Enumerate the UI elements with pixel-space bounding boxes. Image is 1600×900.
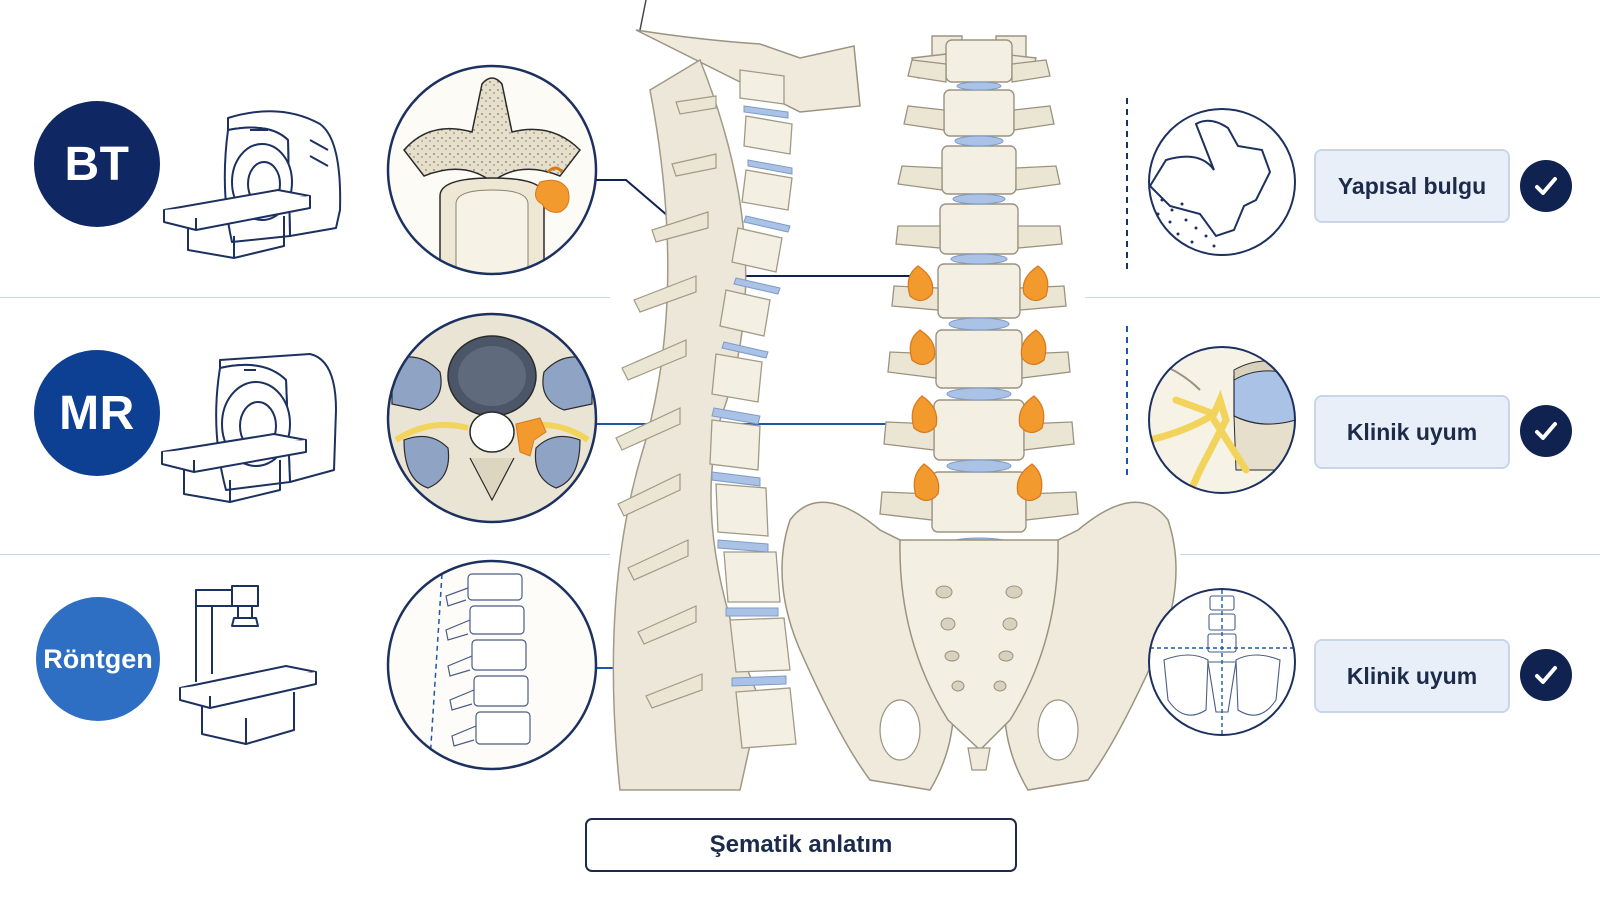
schematic-label: Şematik anlatım <box>709 831 893 858</box>
xray-machine-icon <box>179 585 317 745</box>
check-icon <box>1520 649 1572 701</box>
finding-clinical-rontgen-label: Klinik uyum <box>1346 662 1478 689</box>
detail-circle-mr <box>386 312 598 524</box>
finding-structural-label: Yapısal bulgu <box>1337 172 1487 199</box>
badge-rontgen-label: Röntgen <box>43 643 153 674</box>
row-divider <box>1085 297 1600 298</box>
row-divider <box>0 554 610 555</box>
detail-circle-rontgen <box>386 559 598 771</box>
badge-rontgen: Röntgen <box>36 597 160 721</box>
badge-mr: MR <box>34 350 160 476</box>
thumbnail-xray <box>1148 588 1296 736</box>
ct-scanner-icon <box>163 110 342 259</box>
finding-structural: Yapısal bulgu <box>1314 149 1510 223</box>
check-icon <box>1520 405 1572 457</box>
schematic-label-button[interactable]: Şematik anlatım <box>585 818 1017 872</box>
thumbnail-nerve <box>1148 346 1296 494</box>
badge-bt-label: BT <box>64 137 130 191</box>
thumbnail-structural <box>1148 108 1296 256</box>
row-divider <box>0 297 610 298</box>
check-icon <box>1520 160 1572 212</box>
finding-clinical-mr-label: Klinik uyum <box>1346 418 1478 445</box>
badge-bt: BT <box>34 101 160 227</box>
mri-scanner-icon <box>161 353 337 503</box>
badge-mr-label: MR <box>59 386 135 440</box>
finding-clinical-mr: Klinik uyum <box>1314 395 1510 469</box>
detail-circle-ct <box>386 64 598 276</box>
lateral-spine <box>612 0 861 791</box>
finding-clinical-rontgen: Klinik uyum <box>1314 639 1510 713</box>
posterior-spine <box>781 35 1177 791</box>
row-divider <box>1180 554 1600 555</box>
